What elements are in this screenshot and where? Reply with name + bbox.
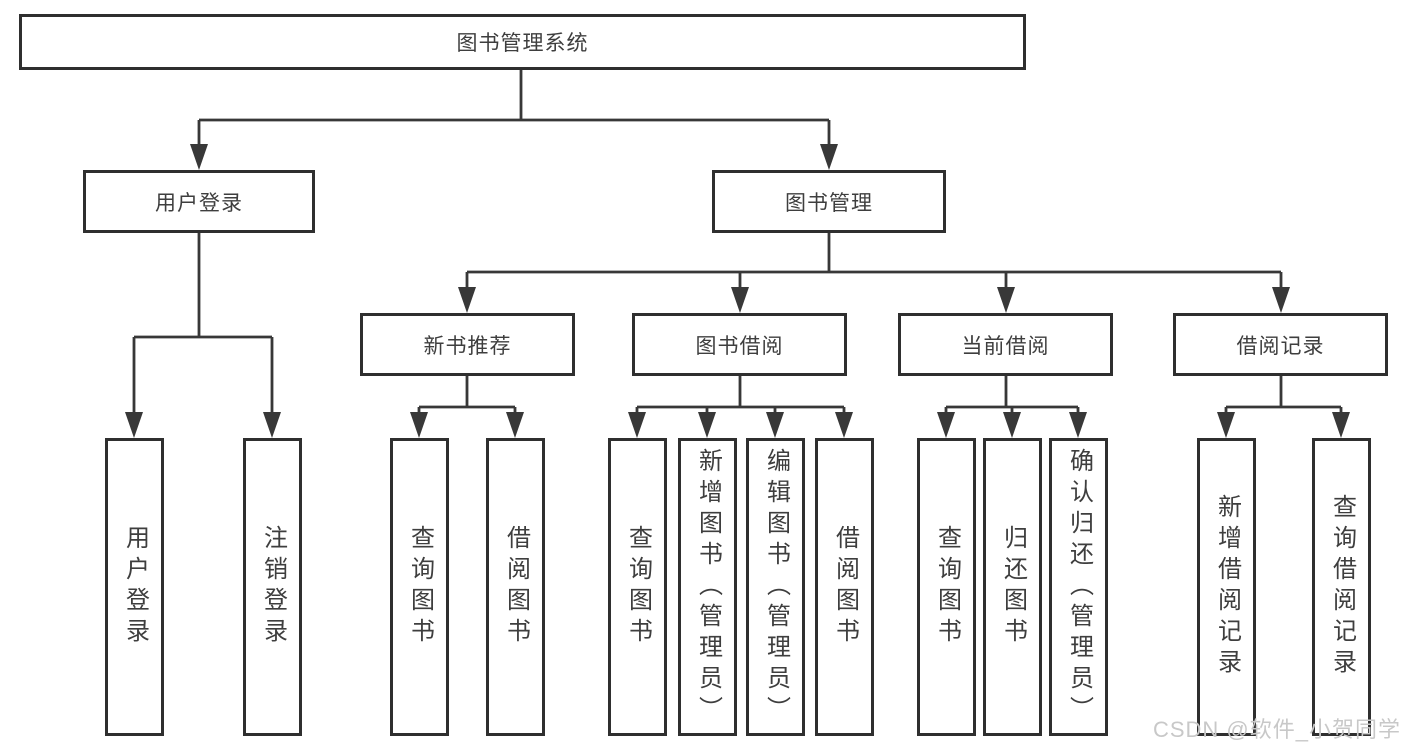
arrowhead [937,412,955,438]
leaf-records-query-borrow-record: 查询借阅记录 [1312,438,1371,736]
node-label: 图书借阅 [695,334,784,358]
leaf-records-add-borrow-record: 新增借阅记录 [1197,438,1256,736]
arrowhead [1272,287,1290,313]
arrowhead [997,287,1015,313]
arrowhead [458,287,476,313]
arrowhead [125,412,143,438]
arrowhead [190,144,208,170]
node-label: 图书管理系统 [456,32,589,55]
node-new-book-recommend: 新书推荐 [360,313,575,376]
arrowhead [1003,412,1021,438]
csdn-watermark: CSDN @软件_小贺同学 [1152,717,1401,742]
node-label: 用户登录 [155,191,243,215]
leaf-borrow-query-books: 查询图书 [608,438,667,736]
leaf-logout: 注销登录 [243,438,302,736]
leaf-label: 查询图书 [624,525,652,649]
leaf-label: 查询图书 [933,525,961,649]
node-user-login: 用户登录 [83,170,315,233]
leaf-current-confirm-return-admin: 确认归还（管理员） [1049,438,1108,736]
leaf-label: 编辑图书（管理员） [762,447,790,727]
leaf-borrow-borrow-books: 借阅图书 [815,438,874,736]
node-label: 当前借阅 [961,334,1050,358]
leaf-label: 用户登录 [121,525,149,649]
arrowhead [731,287,749,313]
node-book-management: 图书管理 [712,170,946,233]
node-current-borrowing: 当前借阅 [898,313,1113,376]
node-root: 图书管理系统 [19,14,1026,70]
node-label: 图书管理 [785,191,873,215]
leaf-label: 注销登录 [259,525,287,649]
node-book-borrowing: 图书借阅 [632,313,847,376]
leaf-label: 查询借阅记录 [1328,494,1356,680]
leaf-borrow-edit-books-admin: 编辑图书（管理员） [746,438,805,736]
arrowhead [410,412,428,438]
leaf-label: 查询图书 [406,525,434,649]
leaf-borrow-add-books-admin: 新增图书（管理员） [678,438,737,736]
arrowhead [1069,412,1087,438]
leaf-label: 借阅图书 [831,525,859,649]
node-label: 借阅记录 [1236,334,1325,358]
arrowhead [628,412,646,438]
leaf-label: 归还图书 [999,525,1027,649]
leaf-label: 新增借阅记录 [1213,494,1241,680]
arrowhead [1332,412,1350,438]
leaf-newbook-query-books: 查询图书 [390,438,449,736]
leaf-label: 确认归还（管理员） [1065,447,1093,727]
leaf-current-return-books: 归还图书 [983,438,1042,736]
arrowheads [125,144,1350,438]
arrowhead [1217,412,1235,438]
arrowhead [835,412,853,438]
leaf-newbook-borrow-books: 借阅图书 [486,438,545,736]
arrowhead [263,412,281,438]
node-label: 新书推荐 [423,334,512,358]
arrowhead [766,412,784,438]
leaf-label: 新增图书（管理员） [694,447,722,727]
node-borrowing-records: 借阅记录 [1173,313,1388,376]
arrowhead [698,412,716,438]
leaf-user-login: 用户登录 [105,438,164,736]
leaf-current-query-books: 查询图书 [917,438,976,736]
arrowhead [820,144,838,170]
leaf-label: 借阅图书 [502,525,530,649]
arrowhead [506,412,524,438]
